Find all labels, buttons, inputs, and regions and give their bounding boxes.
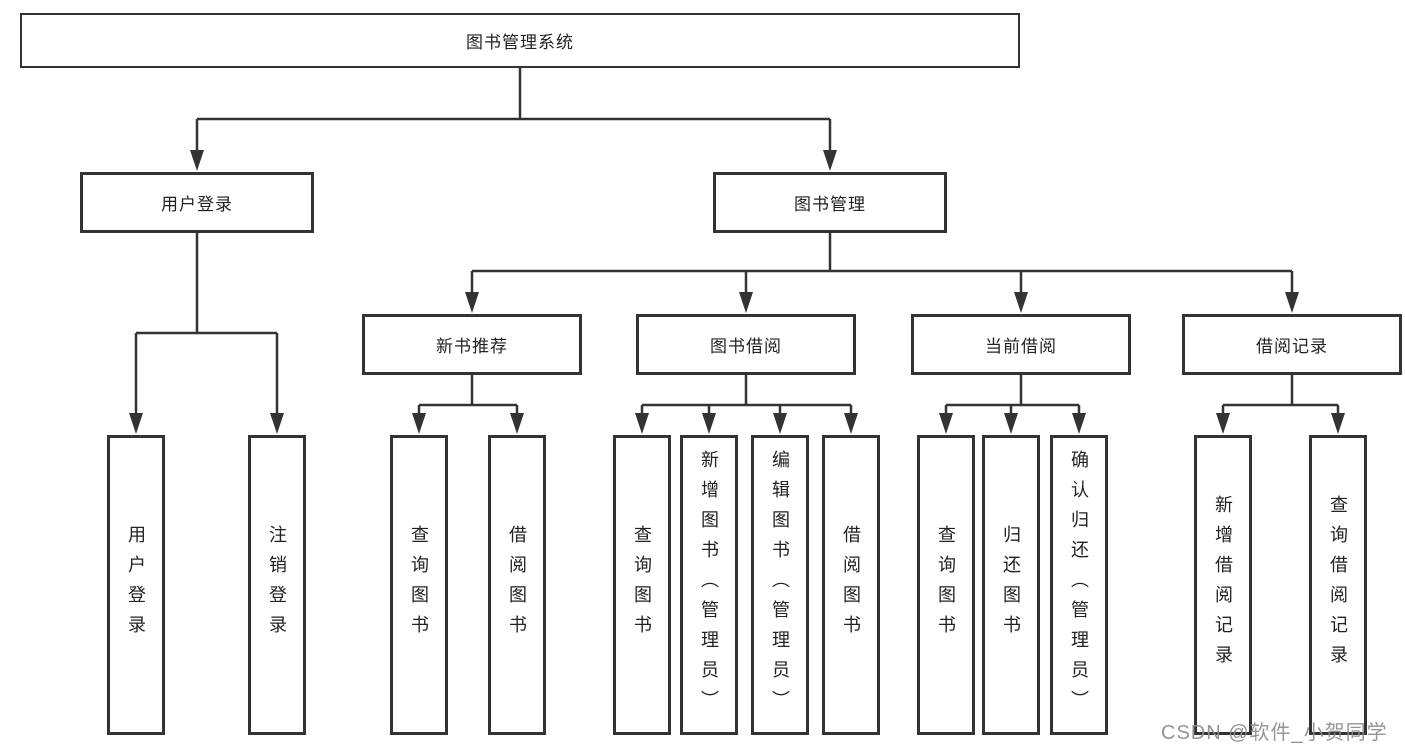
leaf-query-books-recommend: 查询图书 xyxy=(390,435,448,735)
leaf-borrow-books-recommend: 借阅图书 xyxy=(488,435,546,735)
node-label: 确认归还（管理员） xyxy=(1069,450,1089,720)
node-label: 归还图书 xyxy=(1001,525,1021,645)
connector-user-login-to-leaves xyxy=(134,233,279,418)
connector-root-to-level2 xyxy=(195,68,832,155)
leaf-borrow-books-borrow: 借阅图书 xyxy=(822,435,880,735)
connector-borrow-records-to-leaves xyxy=(1221,375,1340,418)
node-label: 查询图书 xyxy=(632,525,652,645)
leaf-confirm-return-admin: 确认归还（管理员） xyxy=(1050,435,1108,735)
node-label: 新增图书（管理员） xyxy=(699,450,719,720)
node-book-borrow: 图书借阅 xyxy=(636,314,856,375)
connector-book-borrow-to-leaves xyxy=(640,375,853,418)
leaf-return-book: 归还图书 xyxy=(982,435,1040,735)
connector-book-management-to-level3 xyxy=(470,233,1294,297)
node-label: 编辑图书（管理员） xyxy=(770,450,790,720)
node-root: 图书管理系统 xyxy=(20,13,1020,68)
node-label: 借阅图书 xyxy=(841,525,861,645)
leaf-add-borrow-record: 新增借阅记录 xyxy=(1194,435,1252,735)
connector-new-book-recommend-to-leaves xyxy=(417,375,519,418)
node-label: 新书推荐 xyxy=(436,337,508,356)
leaf-query-borrow-record: 查询借阅记录 xyxy=(1309,435,1367,735)
node-label: 查询图书 xyxy=(936,525,956,645)
node-label: 图书借阅 xyxy=(710,337,782,356)
leaf-query-books-current: 查询图书 xyxy=(917,435,975,735)
leaf-add-book-admin: 新增图书（管理员） xyxy=(680,435,738,735)
node-label: 借阅记录 xyxy=(1256,337,1328,356)
leaf-query-books-borrow: 查询图书 xyxy=(613,435,671,735)
leaf-logout: 注销登录 xyxy=(248,435,306,735)
leaf-user-login: 用户登录 xyxy=(107,435,165,735)
node-book-management: 图书管理 xyxy=(713,172,947,233)
csdn-watermark: CSDN @软件_小贺同学 xyxy=(1161,722,1388,744)
node-borrow-records: 借阅记录 xyxy=(1182,314,1402,375)
node-current-borrow: 当前借阅 xyxy=(911,314,1131,375)
node-user-login: 用户登录 xyxy=(80,172,314,233)
node-label: 借阅图书 xyxy=(507,525,527,645)
node-label: 当前借阅 xyxy=(985,337,1057,356)
connector-current-borrow-to-leaves xyxy=(944,375,1081,418)
node-new-book-recommend: 新书推荐 xyxy=(362,314,582,375)
node-label: 查询图书 xyxy=(409,525,429,645)
node-label: 用户登录 xyxy=(161,195,233,214)
node-label: 用户登录 xyxy=(126,525,146,645)
node-label: 新增借阅记录 xyxy=(1213,495,1233,675)
node-label: 图书管理 xyxy=(794,195,866,214)
node-label: 注销登录 xyxy=(267,525,287,645)
leaf-edit-book-admin: 编辑图书（管理员） xyxy=(751,435,809,735)
arrowheads xyxy=(129,150,1345,434)
node-label: 查询借阅记录 xyxy=(1328,495,1348,675)
node-label: 图书管理系统 xyxy=(466,33,574,52)
